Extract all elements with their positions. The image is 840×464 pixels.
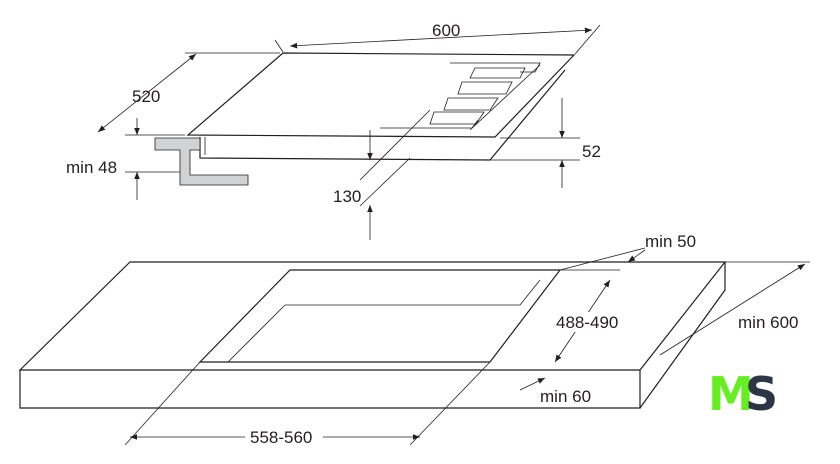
dimension-488-490-label: 488-490 [556,313,618,332]
dimension-min60: min 60 [519,377,591,406]
cutout-inner-edges [227,279,541,363]
countertop-front [19,370,641,409]
dimension-600-line [289,27,593,49]
dimension-min600: min 600 [659,261,810,356]
extension-line [574,24,601,55]
hob-body [199,69,566,161]
dimension-520-label: 520 [132,87,160,106]
dimension-600-label: 600 [432,21,460,40]
dimension-130-label: 130 [333,187,361,206]
countertop-side [639,262,726,409]
ms-logo: M S [708,367,778,421]
dimension-min600-line [659,263,806,356]
dimension-520-line [97,53,197,133]
dimension-min60-label: min 60 [540,387,591,406]
dimension-130: 130 [333,109,431,240]
dimension-min48-label: min 48 [66,158,117,177]
dimension-558-560: 558-560 [124,361,491,447]
hob-top-glass [186,52,576,138]
cutout [198,269,562,363]
dimension-min600-label: min 600 [738,313,798,332]
dimension-52-label: 52 [582,142,601,161]
extension-line [274,39,284,53]
extension-line [124,361,201,446]
dimension-600: 600 [274,21,601,55]
grate-bar [443,97,499,111]
grate-bar [469,67,526,79]
hob-drawing [154,52,576,186]
grate-side-rail [469,64,541,131]
countertop-bracket [154,137,249,186]
hob-grates [380,62,541,131]
label-background [245,426,323,446]
extension-line [359,157,411,207]
extension-line [559,247,646,271]
arrow [627,249,646,263]
dimension-558-560-label: 558-560 [250,428,312,447]
grate-bar [457,81,513,95]
logo-letter-m: M [708,367,754,421]
dimension-520: 520 [97,52,280,133]
dimension-min50-label: min 50 [645,232,696,251]
dimension-min48: min 48 [66,118,185,200]
extension-line [359,109,431,181]
countertop-drawing [18,261,727,409]
dimension-min50: min 50 [559,232,696,271]
logo-letter-s: S [745,367,778,421]
dimension-488-490: 488-490 [554,269,627,363]
label-background [555,312,627,332]
grate-back-rail [450,62,541,73]
arrow [519,377,546,391]
extension-line [409,361,491,446]
dimension-52: 52 [490,98,601,188]
